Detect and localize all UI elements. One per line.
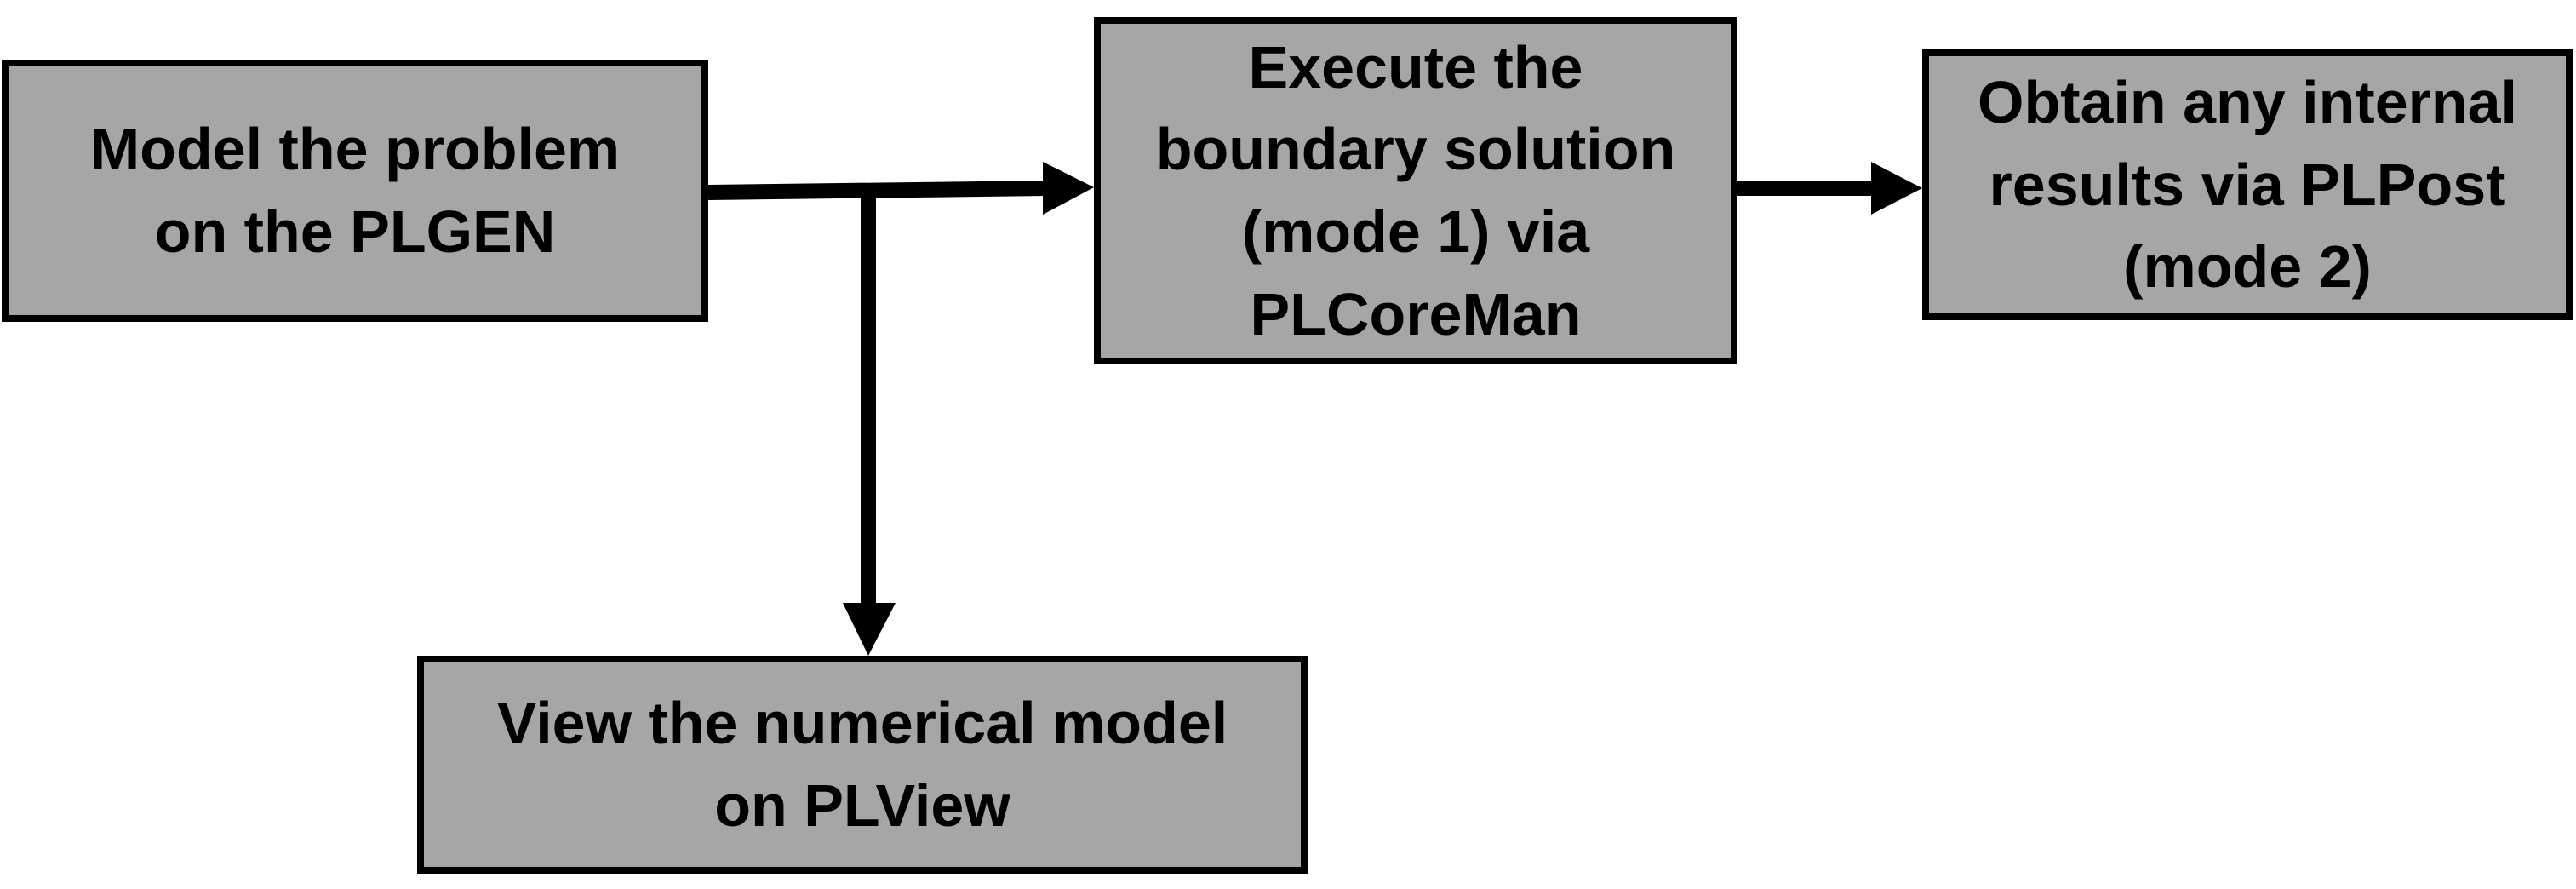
node-model-problem-line-2: on the PLGEN bbox=[154, 198, 556, 265]
arrow-model-to-execute bbox=[707, 162, 1094, 215]
arrow-model-to-view-head bbox=[843, 603, 896, 656]
node-model-problem-line-1: Model the problem bbox=[89, 116, 621, 183]
node-execute-boundary-text: Execute the boundary solution (mode 1) v… bbox=[1156, 26, 1676, 355]
node-view-model-line-1: View the numerical model bbox=[496, 690, 1228, 757]
arrow-execute-to-obtain-head bbox=[1871, 162, 1922, 215]
arrow-execute-to-obtain bbox=[1737, 162, 1922, 215]
node-execute-boundary: Execute the boundary solution (mode 1) v… bbox=[1094, 17, 1737, 364]
arrow-model-to-view bbox=[843, 191, 896, 656]
node-execute-boundary-line-2: boundary solution bbox=[1155, 116, 1676, 183]
arrow-model-to-execute-head bbox=[1043, 162, 1094, 215]
node-execute-boundary-line-1: Execute the bbox=[1248, 33, 1583, 100]
node-model-problem: Model the problem on the PLGEN bbox=[2, 60, 708, 322]
node-obtain-results: Obtain any internal results via PLPost (… bbox=[1922, 49, 2573, 320]
node-view-model-line-2: on PLView bbox=[714, 772, 1010, 839]
node-obtain-results-line-2: results via PLPost bbox=[1989, 151, 2506, 218]
node-execute-boundary-line-3: (mode 1) via bbox=[1241, 198, 1590, 265]
node-view-model: View the numerical model on PLView bbox=[417, 656, 1308, 874]
node-obtain-results-text: Obtain any internal results via PLPost (… bbox=[1978, 61, 2517, 308]
node-model-problem-text: Model the problem on the PLGEN bbox=[90, 108, 620, 272]
node-view-model-text: View the numerical model on PLView bbox=[497, 682, 1228, 846]
arrow-model-to-execute-shaft bbox=[707, 181, 1048, 200]
node-obtain-results-line-1: Obtain any internal bbox=[1978, 69, 2517, 136]
node-obtain-results-line-3: (mode 2) bbox=[2123, 233, 2372, 301]
node-execute-boundary-line-4: PLCoreMan bbox=[1250, 280, 1582, 347]
